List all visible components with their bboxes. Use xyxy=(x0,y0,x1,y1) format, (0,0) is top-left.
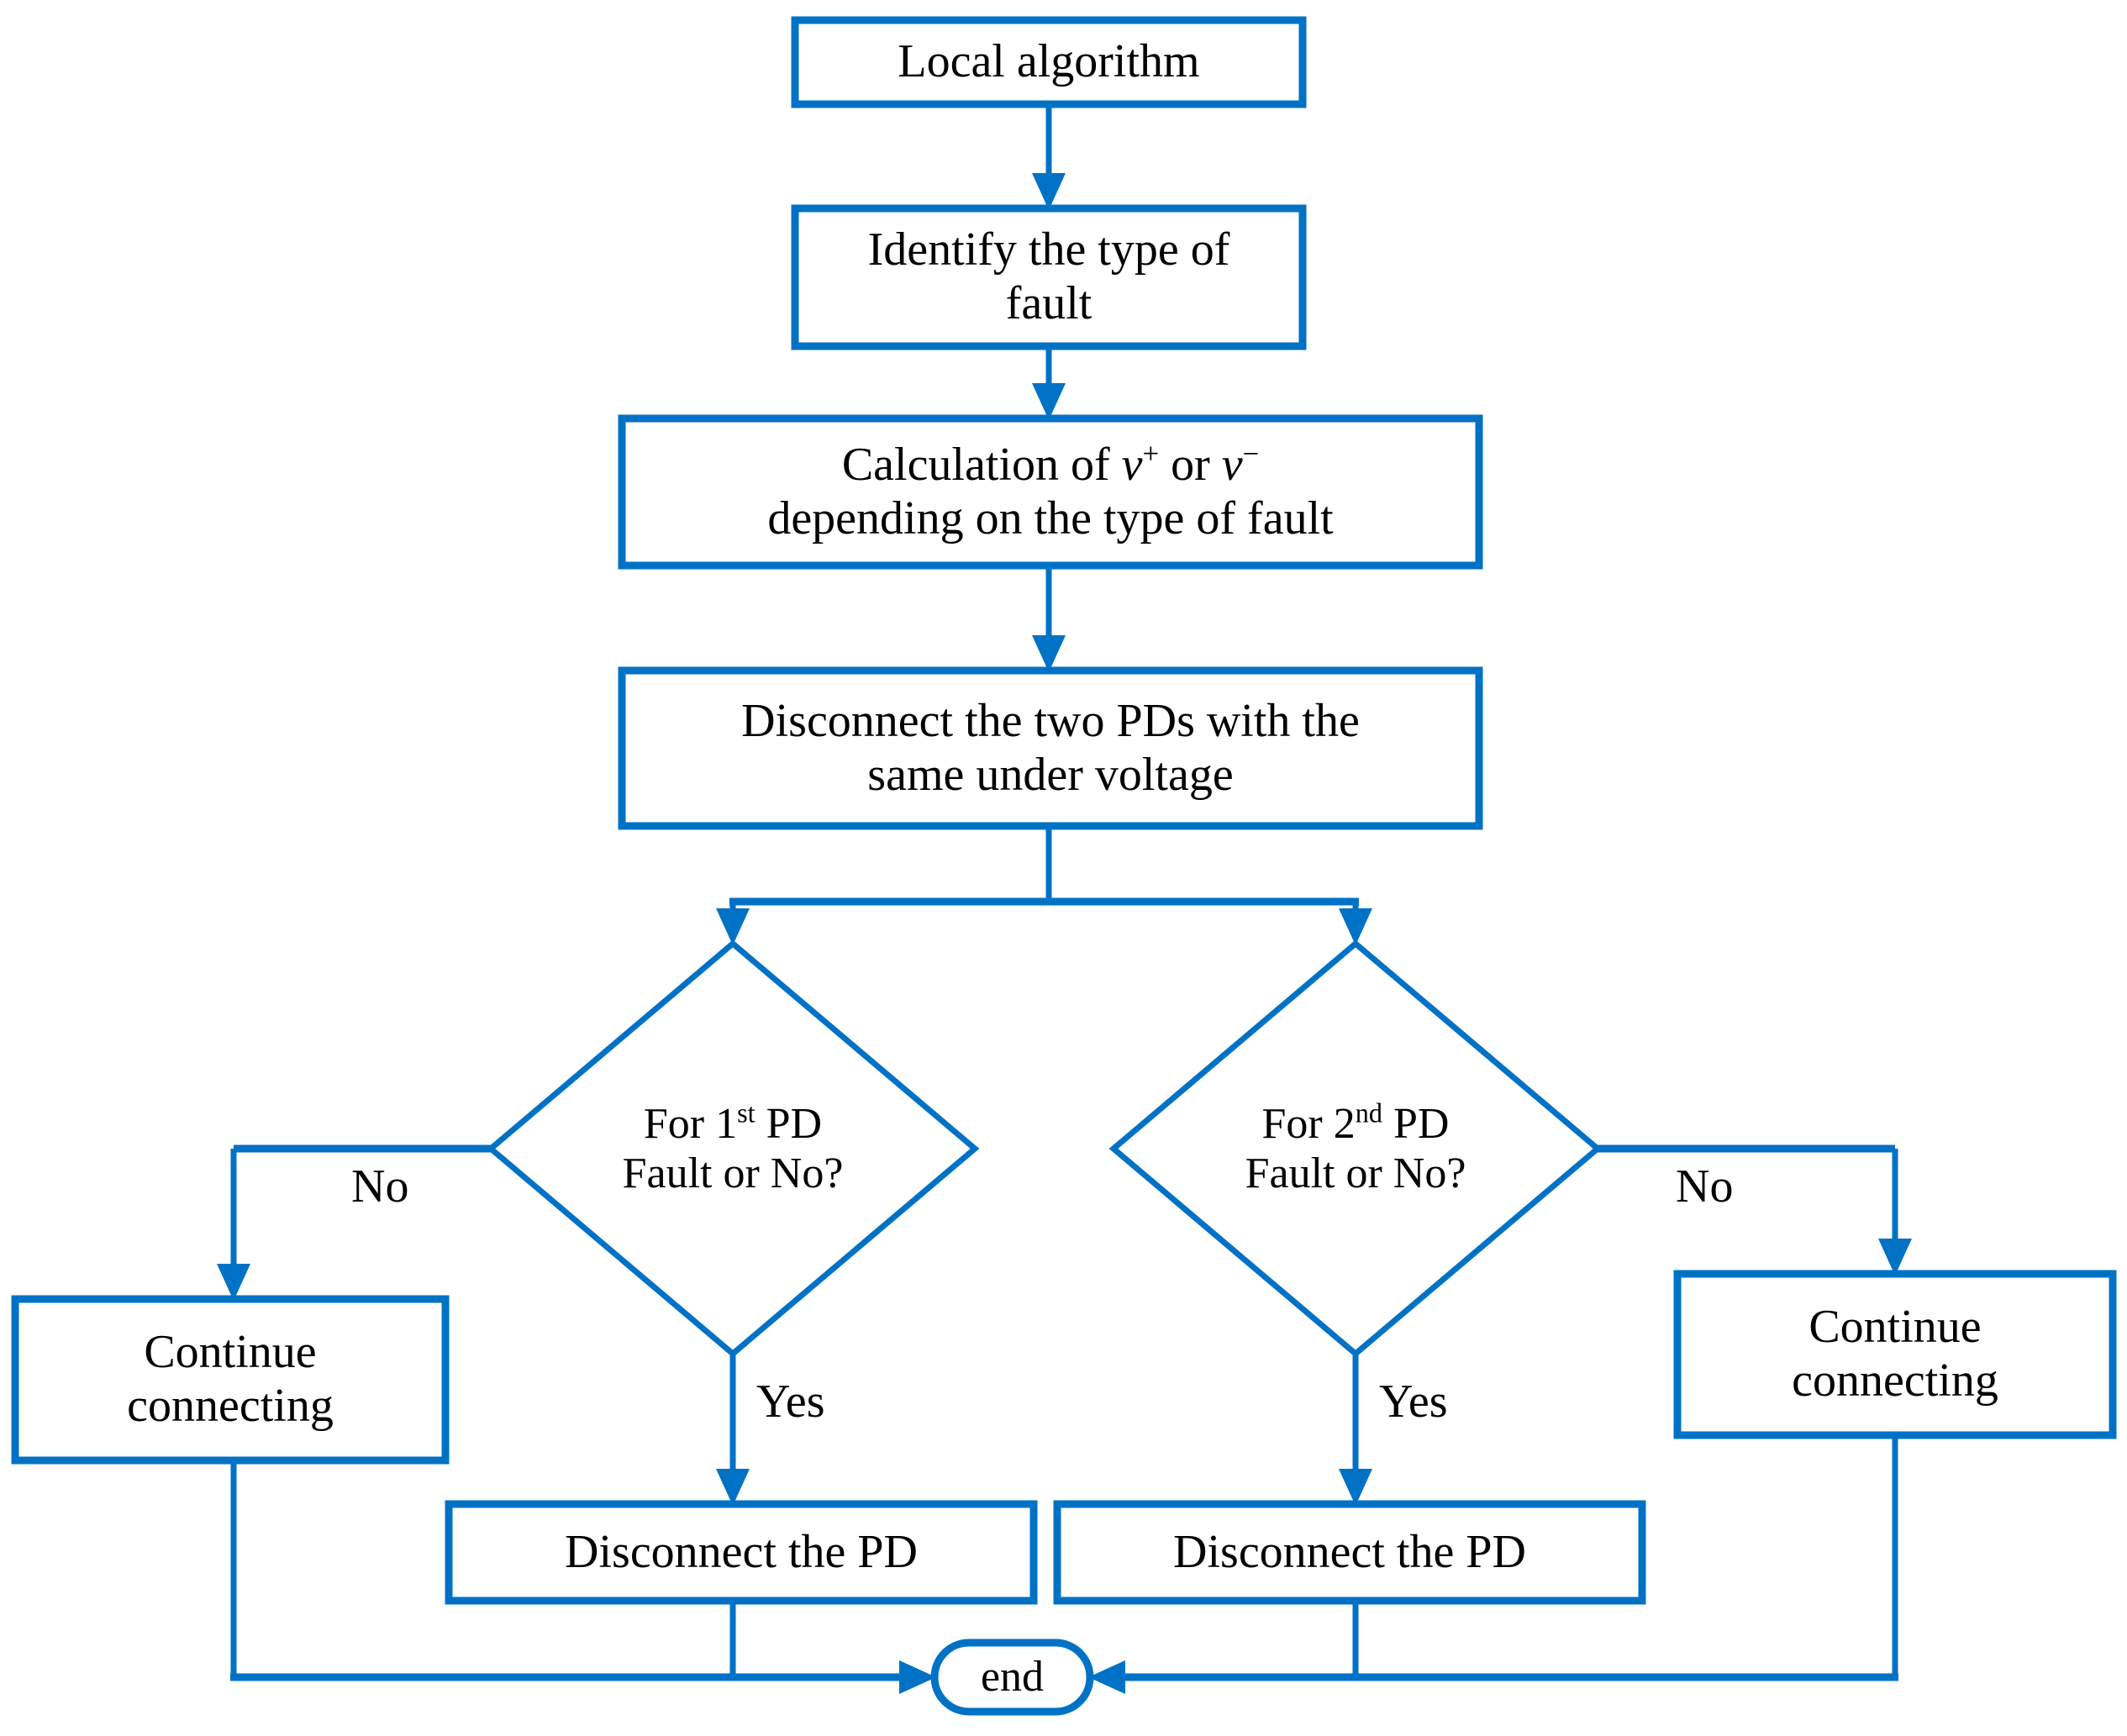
edge-second-pd-yes xyxy=(1339,1354,1372,1506)
edge-continue-right-to-end xyxy=(1088,1435,1898,1694)
node-continue-left-shape[interactable] xyxy=(11,1295,450,1465)
node-calculation-shape[interactable] xyxy=(618,414,1483,570)
edge-first-pd-yes xyxy=(716,1354,750,1506)
node-continue-right-shape[interactable] xyxy=(1673,1270,2117,1439)
edge-label-yes-left: Yes xyxy=(756,1376,825,1428)
edge-label-no-left: No xyxy=(351,1160,409,1213)
node-decision-first-pd-shape[interactable] xyxy=(486,939,980,1358)
edge-first-pd-no xyxy=(217,1144,491,1301)
node-disconnect-two-pds-shape[interactable] xyxy=(618,666,1483,830)
edge-disconnect-two-pds-split xyxy=(716,826,1372,945)
edge-continue-left-to-end xyxy=(230,1460,936,1694)
node-disconnect-pd-left-shape[interactable] xyxy=(445,1500,1038,1605)
edge-calculation-to-disconnect-two-pds xyxy=(1032,566,1066,672)
edge-identify-to-calculation xyxy=(1032,346,1066,420)
node-end-shape[interactable] xyxy=(930,1639,1094,1716)
node-decision-second-pd-shape[interactable] xyxy=(1108,939,1603,1358)
node-start-shape[interactable] xyxy=(791,16,1307,108)
edge-label-no-right: No xyxy=(1676,1160,1734,1213)
node-disconnect-pd-right-shape[interactable] xyxy=(1053,1500,1646,1605)
edge-start-to-identify xyxy=(1032,104,1066,210)
node-identify-fault-shape[interactable] xyxy=(791,204,1307,350)
edge-second-pd-no xyxy=(1598,1144,1912,1276)
edge-label-yes-right: Yes xyxy=(1379,1376,1448,1428)
